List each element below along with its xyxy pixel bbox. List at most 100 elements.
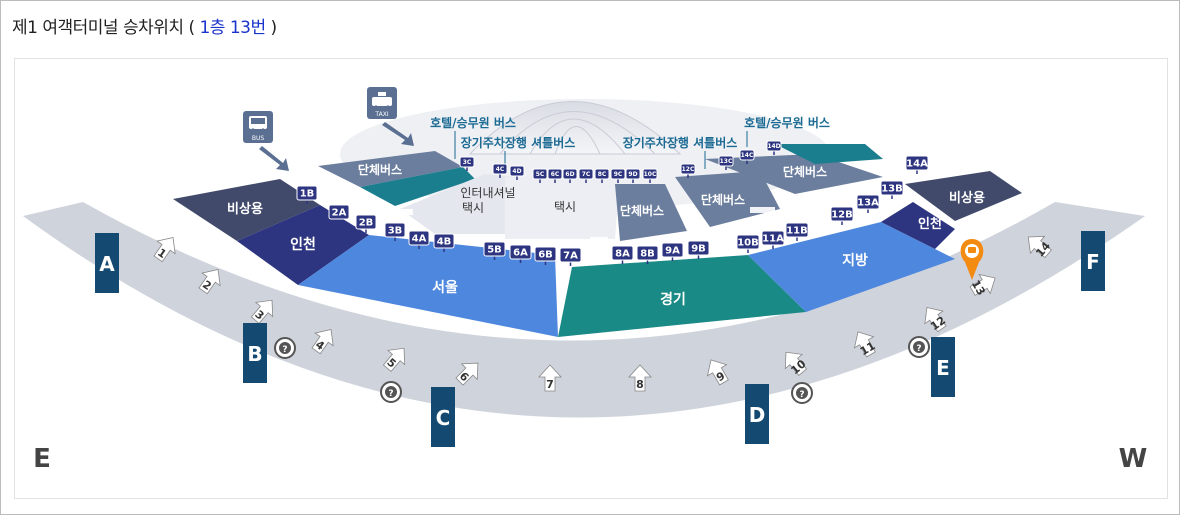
stop-4B[interactable]: 4B [433, 233, 455, 252]
stop-2A[interactable]: 2A [328, 204, 350, 223]
stop-13B[interactable]: 13B [880, 180, 904, 199]
stop-12B[interactable]: 12B [830, 206, 854, 225]
zone-incheon-left-label: 인천 [290, 236, 316, 253]
zone-group-right-mid-label: 단체버스 [701, 192, 745, 207]
stop-3B[interactable]: 3B [384, 222, 406, 241]
terminal-map-svg: 단체버스 단체버스 인터내셔널 택시 택시 단체버스 단체버스 [23, 87, 1147, 474]
stop-6A[interactable]: 6A [509, 244, 532, 263]
zone-group-upper-right-label: 단체버스 [783, 164, 827, 179]
stop-label: 7C [582, 171, 591, 178]
door-E[interactable]: E [931, 337, 955, 397]
stop-7A[interactable]: 7A [559, 247, 582, 266]
gate-5[interactable]: 5 [379, 341, 413, 375]
stop-5C[interactable]: 5C [532, 168, 548, 183]
zone-teal-right [775, 144, 883, 164]
outer-road-ring [23, 202, 1145, 418]
zone-emergency-right-label: 비상용 [949, 190, 985, 206]
stop-9D[interactable]: 9D [625, 168, 641, 183]
stop-14A[interactable]: 14A [905, 155, 929, 174]
stop-label: 11B [786, 226, 808, 237]
door-letter: B [247, 342, 262, 366]
stop-8C[interactable]: 8C [594, 168, 610, 183]
gate-13[interactable]: 13 [967, 268, 1001, 300]
zone-seoul [298, 235, 558, 337]
title-main: 제1 여객터미널 승차위치 [12, 18, 184, 38]
zone-incheon-left [237, 205, 369, 285]
svg-text:?: ? [916, 344, 921, 354]
taxi-sign-icon: TAXI [367, 87, 414, 146]
gate-7[interactable]: 7 [538, 364, 562, 392]
stop-4A[interactable]: 4A [408, 230, 430, 249]
stop-4D[interactable]: 4D [509, 165, 525, 180]
door-C[interactable]: C [431, 387, 455, 447]
door-D[interactable]: D [745, 384, 769, 444]
stop-label: 12C [682, 166, 695, 173]
zone-emergency-right [905, 171, 1022, 221]
gate-12[interactable]: 12 [918, 301, 951, 335]
stop-label: 13C [720, 158, 733, 165]
stop-8A[interactable]: 8A [611, 245, 634, 264]
door-letter: C [436, 406, 451, 430]
svg-text:?: ? [282, 345, 287, 355]
stop-label: 8B [640, 249, 655, 260]
stop-7C[interactable]: 7C [578, 168, 594, 183]
stop-13A[interactable]: 13A [856, 194, 880, 213]
stop-10C[interactable]: 10C [642, 168, 658, 183]
gate-2[interactable]: 2 [194, 263, 227, 297]
stop-2B[interactable]: 2B [355, 214, 377, 233]
gate-4[interactable]: 4 [307, 323, 340, 357]
label-hotel-left: 호텔/승무원 버스 [430, 115, 516, 130]
stop-14C[interactable]: 14C [739, 149, 755, 164]
stop-9A[interactable]: 9A [661, 242, 684, 261]
stop-label: 1B [300, 189, 315, 200]
stop-label: 5B [487, 245, 502, 256]
stop-6D[interactable]: 6D [562, 168, 578, 183]
zone-emergency-left-label: 비상용 [227, 201, 263, 217]
stop-label: 3B [388, 226, 403, 237]
stop-6B[interactable]: 6B [534, 246, 557, 265]
stop-11B[interactable]: 11B [785, 222, 809, 241]
door-B[interactable]: B [243, 323, 267, 383]
stop-label: 4B [437, 237, 452, 248]
help-icon[interactable]: ? [274, 337, 296, 359]
zone-group-upper-left [318, 151, 463, 187]
stop-5B[interactable]: 5B [483, 241, 506, 260]
stop-9C[interactable]: 9C [610, 168, 626, 183]
zone-intercity-taxi [400, 174, 515, 234]
title-highlight: 1층 13번 [199, 18, 266, 38]
door-F[interactable]: F [1081, 231, 1105, 291]
label-hotel-right: 호텔/승무원 버스 [744, 115, 830, 130]
zone-group-upper-left-label: 단체버스 [358, 162, 402, 177]
zone-jibang [748, 222, 955, 312]
stop-12C[interactable]: 12C [680, 163, 696, 178]
stop-label: 9D [628, 171, 637, 178]
stop-3C[interactable]: 3C [459, 156, 475, 171]
stop-label: 10C [644, 171, 657, 178]
help-icon[interactable]: ? [908, 336, 930, 358]
stop-8B[interactable]: 8B [636, 245, 659, 264]
stop-1B[interactable]: 1B [296, 185, 318, 204]
stop-4C[interactable]: 4C [492, 163, 508, 178]
help-icon[interactable]: ? [380, 381, 402, 403]
stop-label: 9A [665, 246, 680, 257]
crosswalks [388, 207, 775, 257]
gate-3[interactable]: 3 [247, 293, 281, 327]
stop-11A[interactable]: 11A [761, 230, 785, 249]
stop-6C[interactable]: 6C [547, 168, 563, 183]
stop-14D[interactable]: 14D [766, 140, 782, 155]
gate-1[interactable]: 1 [149, 231, 182, 265]
stop-9B[interactable]: 9B [687, 240, 710, 259]
stop-label: 2B [359, 218, 374, 229]
gate-8[interactable]: 8 [628, 364, 652, 392]
help-icon[interactable]: ? [791, 382, 813, 404]
stop-10B[interactable]: 10B [736, 234, 760, 253]
gate-11[interactable]: 11 [848, 326, 880, 360]
zone-intercity-taxi-label-2: 택시 [462, 201, 484, 215]
stop-13C[interactable]: 13C [718, 155, 734, 170]
door-A[interactable]: A [95, 233, 119, 293]
zone-incheon-right [881, 202, 955, 249]
gate-9[interactable]: 9 [701, 354, 733, 388]
door-markers: A B C D E F [95, 231, 1105, 447]
